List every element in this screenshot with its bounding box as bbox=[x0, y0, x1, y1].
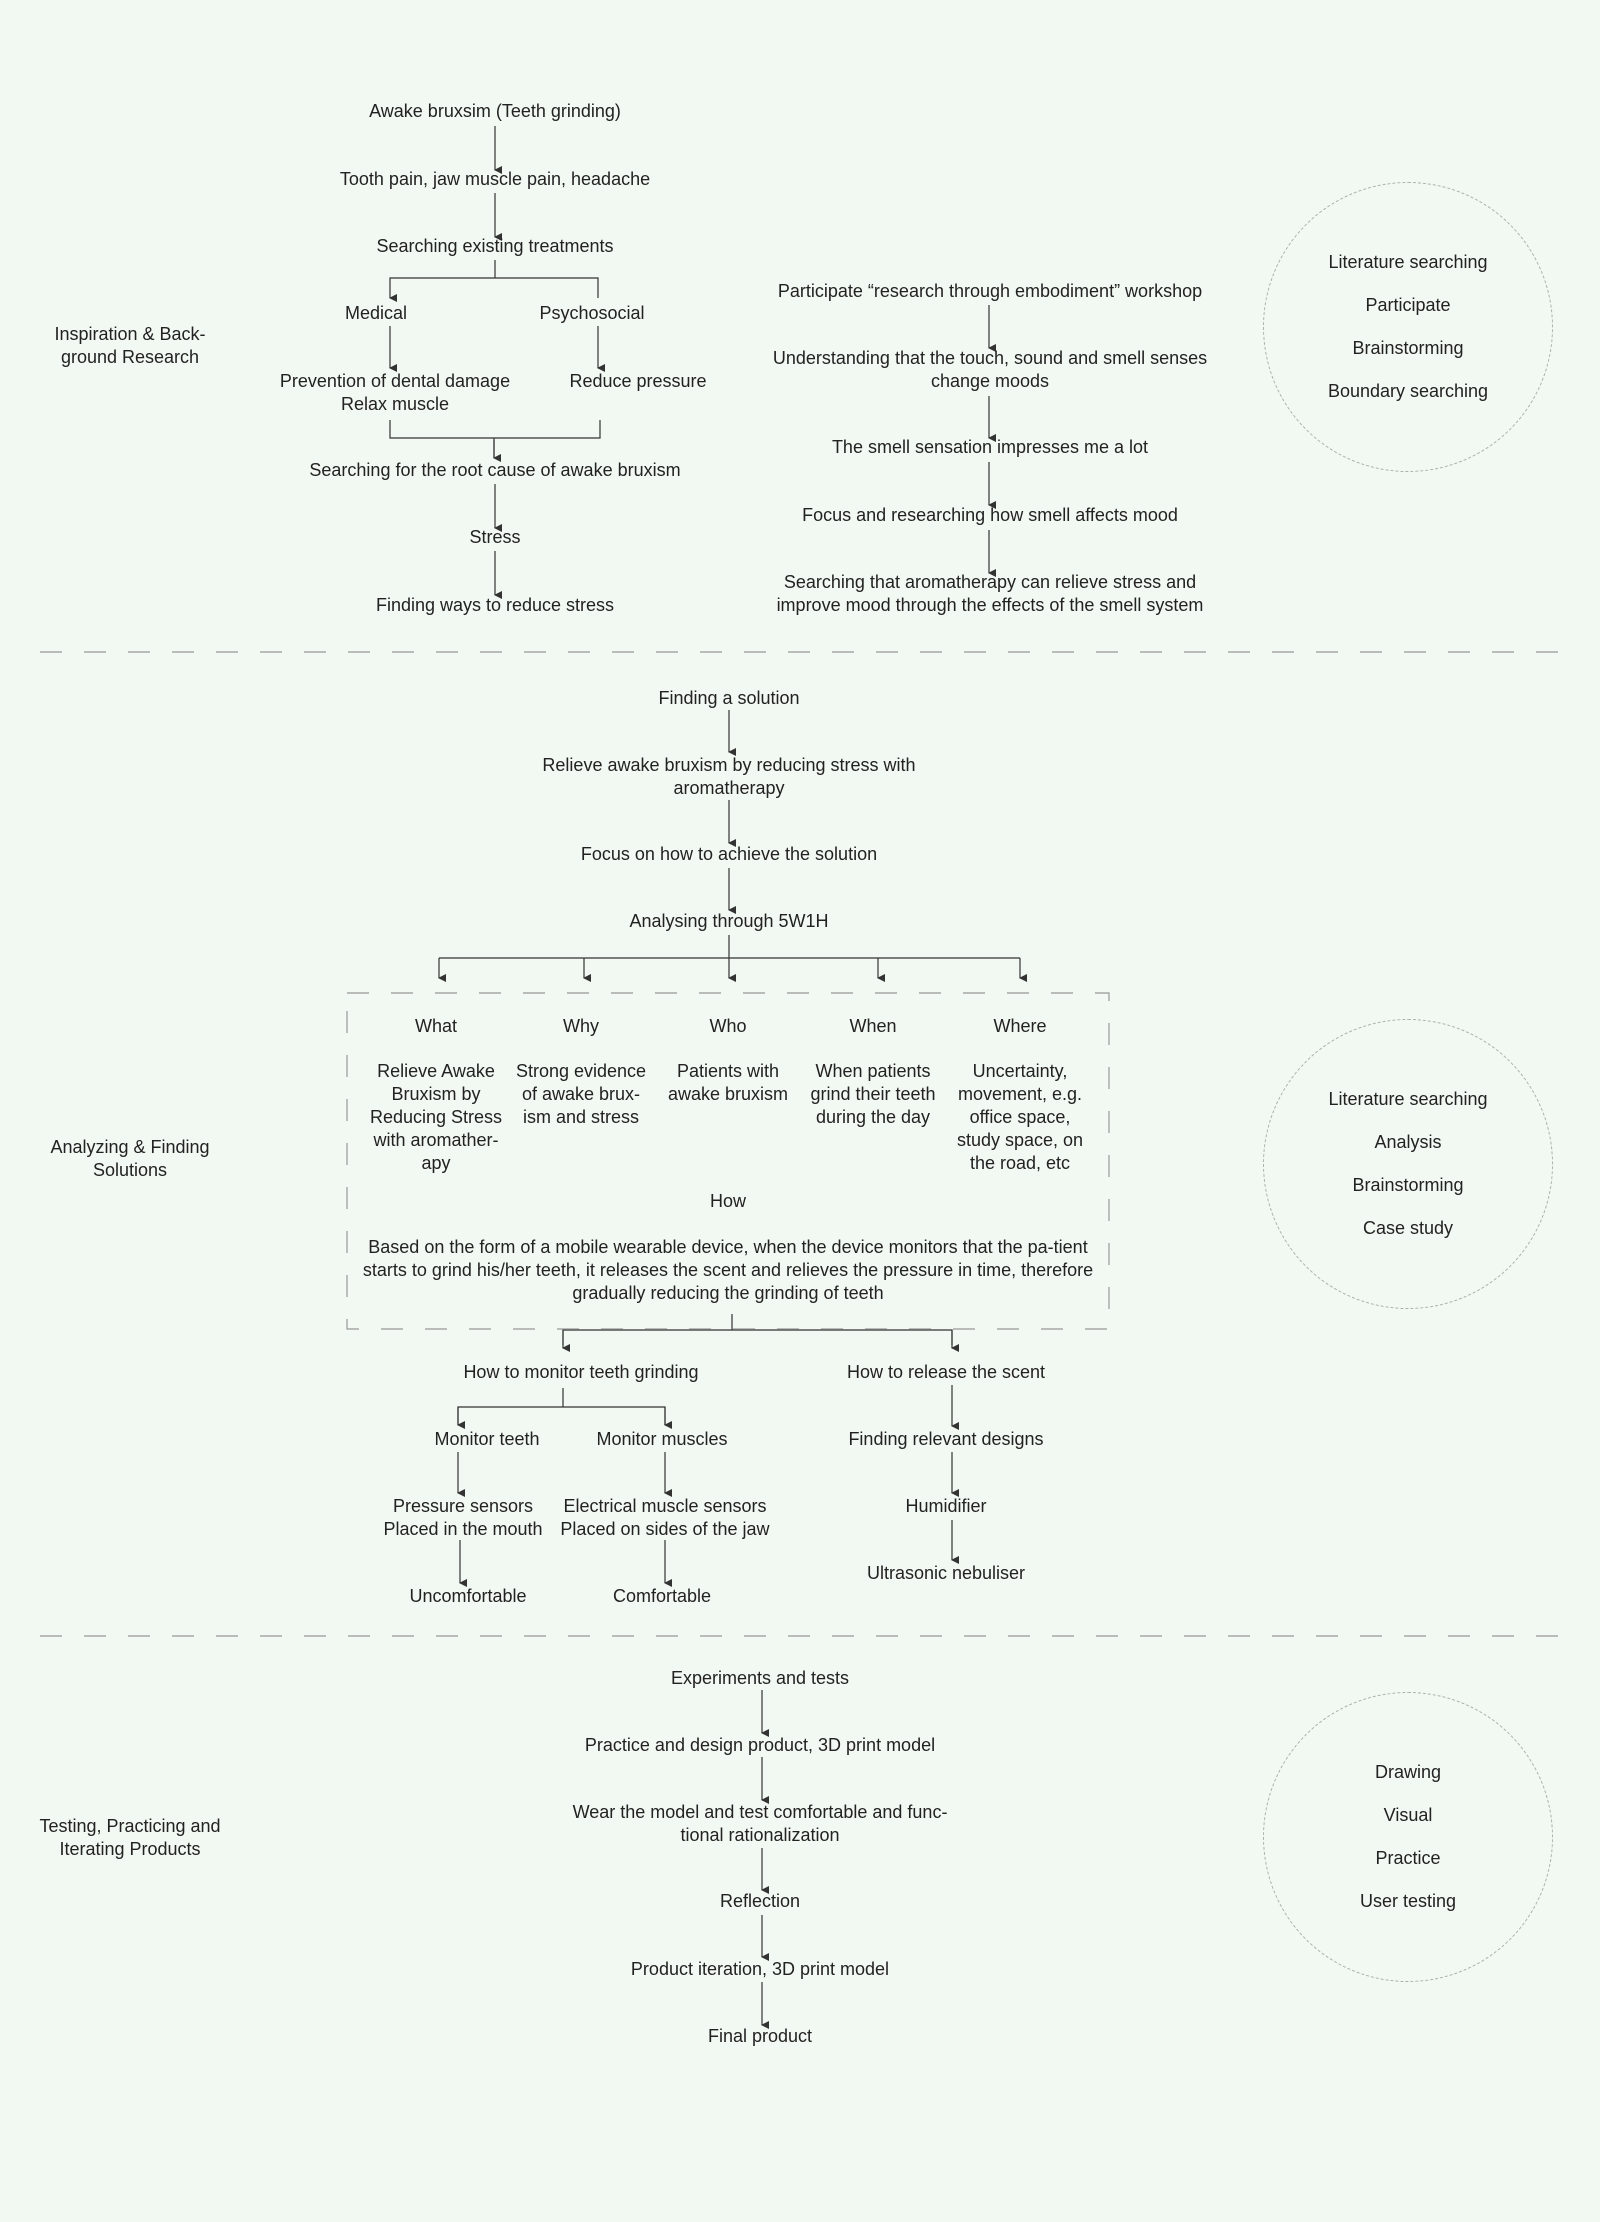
node-smell-impression: The smell sensation impresses me a lot bbox=[831, 437, 1149, 457]
node-product-iteration: Product iteration, 3D print model bbox=[630, 1959, 890, 1979]
node-practice-design: Practice and design product, 3D print mo… bbox=[584, 1735, 936, 1755]
node-awake-bruxism: Awake bruxsim (Teeth grinding) bbox=[369, 101, 621, 121]
node-workshop: Participate “research through embodiment… bbox=[777, 281, 1203, 301]
heading-what: What bbox=[414, 1016, 458, 1036]
phase-label-inspiration: Inspiration & Back- ground Research bbox=[54, 324, 206, 367]
node-uncomfortable: Uncomfortable bbox=[409, 1586, 527, 1606]
methods-circle-inspiration: Literature searching Participate Brainst… bbox=[1263, 182, 1553, 472]
heading-why: Why bbox=[563, 1016, 599, 1036]
node-root-cause: Searching for the root cause of awake br… bbox=[309, 460, 681, 480]
node-prevention: Prevention of dental damage Relax muscle bbox=[279, 371, 511, 414]
node-reduce-pressure: Reduce pressure bbox=[569, 371, 707, 391]
node-relieve-bruxism: Relieve awake bruxism by reducing stress… bbox=[542, 755, 916, 798]
methods-circle-testing: Drawing Visual Practice User testing bbox=[1263, 1692, 1553, 1982]
branch-connector bbox=[389, 260, 599, 298]
node-muscle-sensors: Electrical muscle sensors Placed on side… bbox=[560, 1496, 770, 1539]
method-item: Literature searching bbox=[1328, 1089, 1488, 1109]
node-pressure-sensors: Pressure sensors Placed in the mouth bbox=[383, 1496, 543, 1539]
node-aromatherapy: Searching that aromatherapy can relieve … bbox=[776, 572, 1204, 615]
method-item: Case study bbox=[1362, 1218, 1454, 1238]
node-nebuliser: Ultrasonic nebuliser bbox=[866, 1563, 1026, 1583]
node-final-product: Final product bbox=[707, 2026, 813, 2046]
heading-how: How bbox=[709, 1191, 747, 1211]
node-humidifier: Humidifier bbox=[905, 1496, 987, 1516]
node-medical: Medical bbox=[344, 303, 408, 323]
node-existing-treatments: Searching existing treatments bbox=[376, 236, 614, 256]
cell-when: When patients grind their teeth during t… bbox=[810, 1061, 936, 1127]
phase-label-testing: Testing, Practicing and Iterating Produc… bbox=[39, 1816, 221, 1859]
5w1h-box bbox=[346, 992, 1110, 1330]
method-item: Analysis bbox=[1374, 1132, 1442, 1152]
node-release-scent: How to release the scent bbox=[846, 1362, 1046, 1382]
cell-why: Strong evidence of awake brux-ism and st… bbox=[515, 1061, 647, 1127]
method-item: Drawing bbox=[1374, 1762, 1442, 1782]
cell-how: Based on the form of a mobile wearable d… bbox=[362, 1237, 1094, 1303]
node-5w1h: Analysing through 5W1H bbox=[629, 911, 829, 931]
node-reflection: Reflection bbox=[719, 1891, 801, 1911]
node-psychosocial: Psychosocial bbox=[539, 303, 645, 323]
cell-what: Relieve Awake Bruxism by Reducing Stress… bbox=[369, 1061, 503, 1173]
node-achieve-solution: Focus on how to achieve the solution bbox=[580, 844, 878, 864]
node-senses: Understanding that the touch, sound and … bbox=[772, 348, 1208, 391]
node-reduce-stress: Finding ways to reduce stress bbox=[375, 595, 615, 615]
node-monitor-muscles: Monitor muscles bbox=[596, 1429, 728, 1449]
node-monitor-grinding: How to monitor teeth grinding bbox=[463, 1362, 699, 1382]
methods-circle-analyzing: Literature searching Analysis Brainstorm… bbox=[1263, 1019, 1553, 1309]
node-stress: Stress bbox=[469, 527, 521, 547]
phase-label-analyzing: Analyzing & Finding Solutions bbox=[50, 1137, 210, 1180]
node-finding-solution: Finding a solution bbox=[658, 688, 800, 708]
method-item: Brainstorming bbox=[1352, 338, 1464, 358]
method-item: User testing bbox=[1359, 1891, 1457, 1911]
node-smell-mood: Focus and researching how smell affects … bbox=[802, 505, 1178, 525]
node-experiments: Experiments and tests bbox=[670, 1668, 850, 1688]
method-item: Brainstorming bbox=[1352, 1175, 1464, 1195]
cell-where: Uncertainty, movement, e.g. office space… bbox=[956, 1061, 1084, 1173]
method-item: Practice bbox=[1375, 1848, 1441, 1868]
method-item: Participate bbox=[1365, 295, 1451, 315]
node-symptoms: Tooth pain, jaw muscle pain, headache bbox=[339, 169, 651, 189]
method-item: Literature searching bbox=[1328, 252, 1488, 272]
split-connector bbox=[457, 1388, 666, 1425]
merge-connector bbox=[389, 420, 601, 458]
node-monitor-teeth: Monitor teeth bbox=[434, 1429, 540, 1449]
heading-when: When bbox=[849, 1016, 897, 1036]
heading-who: Who bbox=[709, 1016, 747, 1036]
node-relevant-designs: Finding relevant designs bbox=[848, 1429, 1044, 1449]
heading-where: Where bbox=[993, 1016, 1047, 1036]
method-item: Boundary searching bbox=[1327, 381, 1489, 401]
cell-who: Patients with awake bruxism bbox=[667, 1061, 789, 1104]
method-item: Visual bbox=[1383, 1805, 1433, 1825]
node-wear-model: Wear the model and test comfortable and … bbox=[572, 1802, 948, 1845]
node-comfortable: Comfortable bbox=[612, 1586, 712, 1606]
